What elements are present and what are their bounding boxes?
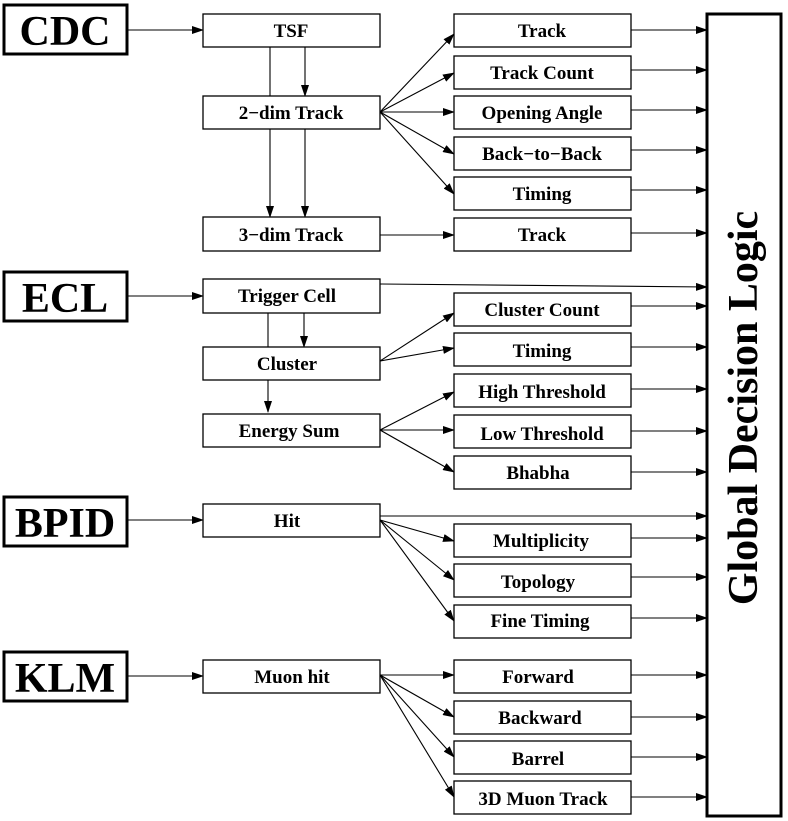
connectors — [127, 26, 708, 801]
fine-timing-label: Fine Timing — [490, 611, 590, 632]
two-dim-track-box: 2−dim Track — [202, 95, 381, 130]
high-threshold-box: High Threshold — [453, 373, 632, 408]
cdc-track-3d-label: Track — [518, 225, 567, 246]
backward-label: Backward — [498, 708, 582, 729]
bpid-detector-box: BPID — [2, 495, 129, 548]
klm-label: KLM — [15, 656, 115, 702]
cluster-box: Cluster — [202, 346, 381, 381]
two-dim-track-label: 2−dim Track — [239, 103, 344, 124]
ecl-detector-box: ECL — [2, 270, 129, 323]
global-decision-logic-label: Global Decision Logic — [721, 211, 767, 605]
muon-hit-label: Muon hit — [254, 667, 330, 688]
cdc-timing-label: Timing — [513, 184, 572, 205]
three-dim-track-label: 3−dim Track — [239, 225, 344, 246]
muon-hit-box: Muon hit — [202, 659, 381, 694]
low-threshold-box: Low Threshold — [453, 414, 632, 449]
topology-box: Topology — [453, 563, 632, 598]
bpid-hit-label: Hit — [274, 511, 301, 532]
energy-sum-label: Energy Sum — [239, 421, 340, 442]
cluster-count-box: Cluster Count — [453, 292, 632, 327]
cluster-count-label: Cluster Count — [484, 300, 600, 321]
opening-angle-label: Opening Angle — [482, 103, 603, 124]
cdc-label: CDC — [20, 9, 111, 55]
ecl-timing-label: Timing — [513, 341, 572, 362]
cluster-label: Cluster — [257, 354, 318, 375]
cdc-track-box: Track — [453, 13, 632, 48]
bhabha-box: Bhabha — [453, 455, 632, 490]
tsf-box: TSF — [202, 13, 381, 48]
cdc-track-label: Track — [518, 21, 567, 42]
ecl-timing-box: Timing — [453, 332, 632, 367]
barrel-box: Barrel — [453, 740, 632, 775]
low-threshold-label: Low Threshold — [480, 424, 604, 445]
ecl-label: ECL — [22, 276, 108, 322]
topology-label: Topology — [501, 572, 576, 593]
cdc-timing-box: Timing — [453, 176, 632, 211]
trigger-cell-box: Trigger Cell — [202, 278, 381, 314]
three-dim-track-box: 3−dim Track — [202, 216, 381, 252]
forward-box: Forward — [453, 659, 632, 694]
trigger-cell-label: Trigger Cell — [238, 286, 336, 307]
track-count-label: Track Count — [490, 63, 594, 84]
energy-sum-box: Energy Sum — [202, 413, 381, 448]
3d-muon-track-label: 3D Muon Track — [478, 789, 608, 810]
multiplicity-box: Multiplicity — [453, 523, 632, 558]
high-threshold-label: High Threshold — [478, 382, 606, 403]
bpid-label: BPID — [15, 501, 115, 547]
barrel-label: Barrel — [512, 749, 564, 770]
klm-detector-box: KLM — [2, 650, 129, 703]
cdc-track-3d-box: Track — [453, 217, 632, 252]
multiplicity-label: Multiplicity — [493, 531, 590, 552]
fine-timing-box: Fine Timing — [453, 604, 632, 639]
cdc-detector-box: CDC — [2, 3, 129, 56]
bhabha-label: Bhabha — [506, 463, 570, 484]
opening-angle-box: Opening Angle — [453, 95, 632, 130]
backward-box: Backward — [453, 700, 632, 735]
forward-label: Forward — [502, 667, 574, 688]
back-to-back-label: Back−to−Back — [482, 144, 602, 165]
bpid-hit-box: Hit — [202, 503, 381, 538]
global-decision-logic-box: Global Decision Logic — [705, 12, 783, 818]
tsf-label: TSF — [274, 21, 309, 42]
3d-muon-track-box: 3D Muon Track — [453, 780, 632, 815]
back-to-back-box: Back−to−Back — [453, 136, 632, 171]
track-count-box: Track Count — [453, 55, 632, 90]
